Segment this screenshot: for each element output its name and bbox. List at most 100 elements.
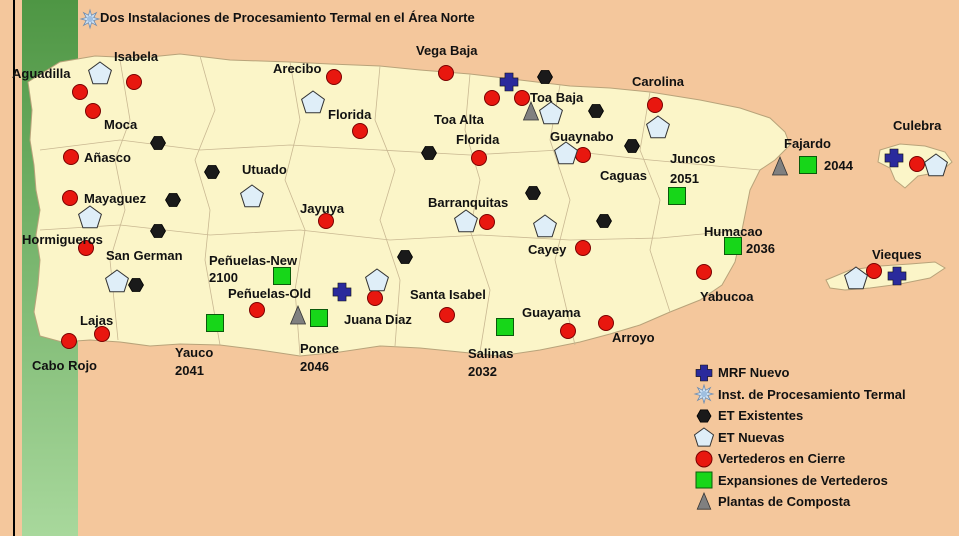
landfill-closing-marker bbox=[695, 450, 713, 468]
map-legend: MRF Nuevo Inst. de Procesamiento Termal … bbox=[692, 362, 906, 513]
triangle-icon bbox=[696, 491, 712, 510]
label-ponce: Ponce bbox=[300, 341, 340, 356]
landfill-closing-marker bbox=[514, 90, 530, 106]
legend-item-landfill-expansion: Expansiones de Vertederos bbox=[692, 470, 906, 492]
municipal-boundaries bbox=[39, 55, 761, 356]
label-moca: Moca bbox=[104, 117, 138, 132]
landfill-closing-marker bbox=[479, 214, 495, 230]
label-yabucoa: Yabucoa bbox=[700, 289, 754, 304]
label-anasco: Añasco bbox=[84, 150, 131, 165]
et-existing-marker bbox=[537, 70, 553, 84]
compost-marker bbox=[289, 304, 307, 325]
landfill-closing-marker bbox=[94, 326, 110, 342]
vieques-island bbox=[825, 261, 946, 291]
landfill-closing-marker bbox=[126, 74, 142, 90]
label-vieques: Vieques bbox=[872, 247, 922, 262]
et-new-marker bbox=[539, 101, 563, 125]
et-existing-marker bbox=[150, 224, 166, 238]
label-caguas: Caguas bbox=[600, 168, 647, 183]
et-existing-marker bbox=[696, 409, 712, 423]
label-cayey: Cayey bbox=[528, 242, 567, 257]
label-toa-baja: Toa Baja bbox=[530, 90, 584, 105]
et-existing-marker bbox=[150, 136, 166, 150]
label-yauco: Yauco bbox=[175, 345, 214, 360]
legend-item-mrf: MRF Nuevo bbox=[692, 362, 906, 384]
landfill-closing-marker bbox=[471, 150, 487, 166]
mrf-marker bbox=[887, 266, 907, 286]
label-guaynabo: Guaynabo bbox=[550, 129, 614, 144]
et-existing-marker bbox=[421, 146, 437, 160]
et-new-marker bbox=[88, 61, 112, 85]
et-existing-marker bbox=[596, 214, 612, 228]
label-humacao: Humacao bbox=[704, 224, 763, 239]
label-vega-baja: Vega Baja bbox=[416, 43, 478, 58]
hexagon-icon bbox=[696, 409, 712, 423]
label-arecibo: Arecibo bbox=[273, 61, 322, 76]
legend-label-landfill-expansion: Expansiones de Vertederos bbox=[718, 472, 888, 488]
label-isabela: Isabela bbox=[114, 49, 159, 64]
label-san-german: San German bbox=[106, 248, 183, 263]
et-new-marker bbox=[924, 153, 948, 177]
legend-item-et-new: ET Nuevas bbox=[692, 427, 906, 449]
landfill-closing-marker bbox=[575, 147, 591, 163]
compost-marker bbox=[522, 100, 540, 121]
label-fajardo: Fajardo bbox=[784, 136, 831, 151]
et-existing-marker bbox=[397, 250, 413, 264]
compost-marker bbox=[771, 155, 789, 176]
label-penuelas-new: Peñuelas-New bbox=[209, 253, 298, 268]
landfill-expansion-marker bbox=[496, 318, 514, 336]
pentagon-icon bbox=[693, 427, 715, 447]
label-salinas: Salinas bbox=[468, 346, 514, 361]
landfill-closing-marker bbox=[318, 213, 334, 229]
legend-label-landfill-closing: Vertederos en Cierre bbox=[718, 451, 846, 467]
legend-label-thermal: Inst. de Procesamiento Termal bbox=[718, 386, 906, 402]
landfill-closing-marker bbox=[696, 264, 712, 280]
landfill-closing-marker bbox=[61, 333, 77, 349]
landfill-closing-marker bbox=[598, 315, 614, 331]
landfill-closing-marker bbox=[367, 290, 383, 306]
et-existing-marker bbox=[588, 104, 604, 118]
thermal-star-icon bbox=[693, 384, 715, 405]
et-new-marker bbox=[78, 205, 102, 229]
landfill-closing-marker bbox=[72, 84, 88, 100]
label-barranquitas: Barranquitas bbox=[428, 195, 509, 210]
mrf-marker bbox=[695, 364, 713, 382]
label-culebra: Culebra bbox=[893, 118, 942, 133]
compost-marker bbox=[696, 491, 712, 510]
map-title: Dos Instalaciones de Procesamiento Terma… bbox=[100, 10, 475, 25]
label-fajardo-year: 2044 bbox=[824, 158, 853, 173]
legend-label-mrf: MRF Nuevo bbox=[718, 365, 790, 381]
et-new-marker bbox=[646, 115, 670, 139]
label-mayaguez: Mayaguez bbox=[84, 191, 147, 206]
mrf-marker bbox=[884, 148, 904, 168]
label-ponce-year: 2046 bbox=[300, 359, 329, 374]
landfill-closing-marker bbox=[85, 103, 101, 119]
landfill-expansion-marker bbox=[273, 267, 291, 285]
landfill-closing-marker bbox=[63, 149, 79, 165]
et-existing-marker bbox=[525, 186, 541, 200]
legend-item-et-existing: ET Existentes bbox=[692, 405, 906, 427]
landfill-closing-marker bbox=[326, 69, 342, 85]
landfill-closing-marker bbox=[249, 302, 265, 318]
label-aguadilla: Aguadilla bbox=[12, 66, 71, 81]
green-square-icon bbox=[695, 471, 713, 489]
label-carolina: Carolina bbox=[632, 74, 685, 89]
et-existing-marker bbox=[128, 278, 144, 292]
label-lajas: Lajas bbox=[80, 313, 114, 328]
label-guayama: Guayama bbox=[522, 305, 581, 320]
landfill-expansion-marker bbox=[310, 309, 328, 327]
label-florida-west: Florida bbox=[328, 107, 372, 122]
landfill-expansion-marker bbox=[695, 471, 713, 489]
label-utuado: Utuado bbox=[242, 162, 287, 177]
et-new-marker bbox=[365, 268, 389, 292]
et-existing-marker bbox=[624, 139, 640, 153]
et-existing-marker bbox=[204, 165, 220, 179]
landfill-closing-marker bbox=[866, 263, 882, 279]
legend-item-thermal: Inst. de Procesamiento Termal bbox=[692, 384, 906, 406]
label-juncos: Juncos bbox=[670, 151, 716, 166]
label-salinas-year: 2032 bbox=[468, 364, 497, 379]
et-new-marker bbox=[301, 90, 325, 114]
et-new-marker bbox=[844, 266, 868, 290]
